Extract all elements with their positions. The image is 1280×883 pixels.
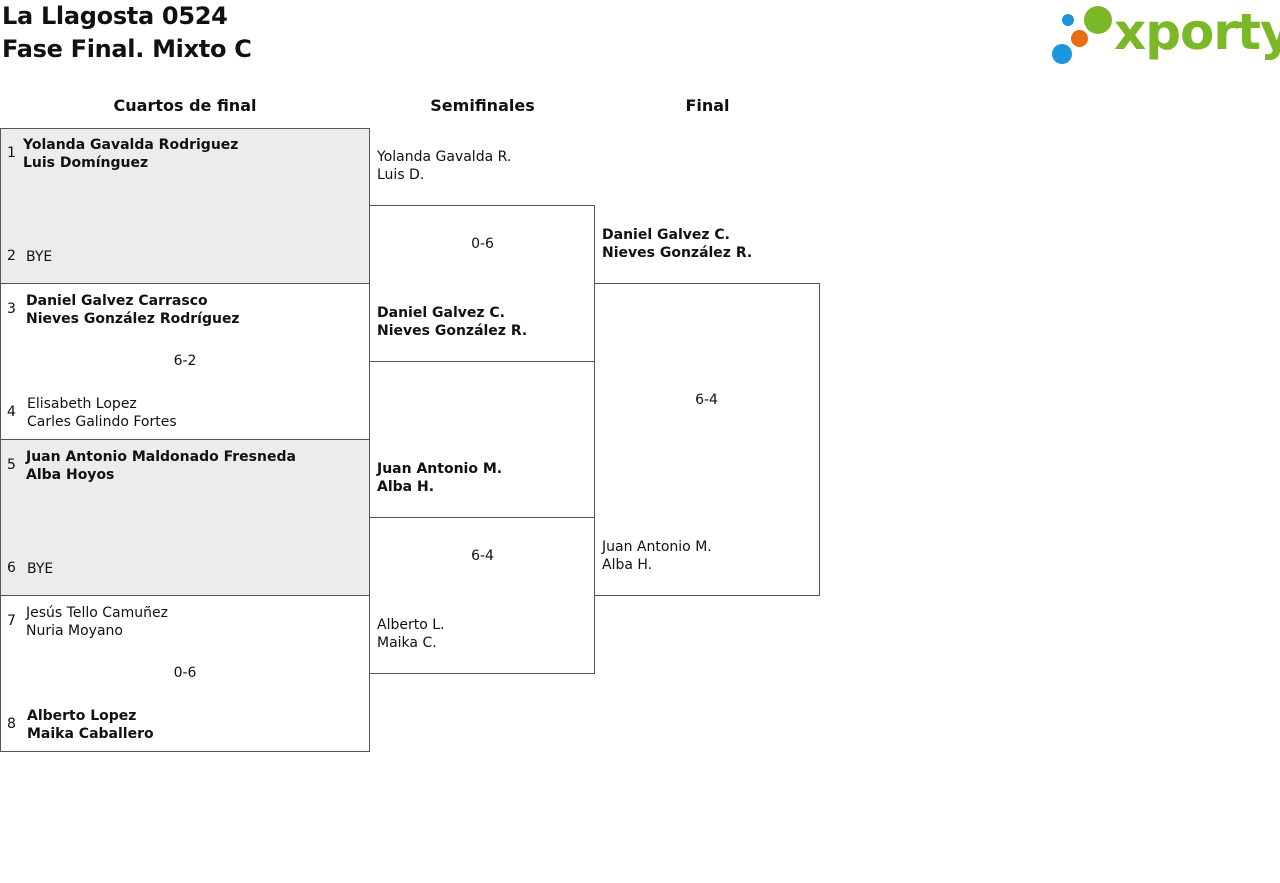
column-header-quarterfinals: Cuartos de final — [113, 96, 257, 115]
player-name: Juan Antonio M. — [377, 461, 503, 477]
seed-number: 5 — [7, 457, 16, 473]
seed-number: 3 — [7, 301, 16, 317]
quarterfinal-match-3[interactable] — [0, 439, 370, 596]
team-entry-bye: BYE — [27, 560, 53, 578]
player-name: Yolanda Gavalda R. — [377, 149, 512, 165]
column-header-final: Final — [685, 96, 730, 115]
player-name: Alberto Lopez — [27, 708, 137, 724]
seed-number: 1 — [7, 145, 16, 161]
player-name: Daniel Galvez Carrasco — [26, 293, 208, 309]
column-header-semifinals: Semifinales — [430, 96, 535, 115]
team-entry[interactable]: Alberto Lopez Maika Caballero — [27, 707, 154, 743]
player-name: Carles Galindo Fortes — [27, 414, 177, 430]
team-entry[interactable]: Juan Antonio M. Alba H. — [377, 460, 502, 496]
match-score: 6-4 — [695, 392, 718, 408]
player-name: Luis Domínguez — [23, 155, 149, 171]
player-name: Yolanda Gavalda Rodriguez — [23, 137, 239, 153]
player-name: Juan Antonio M. — [602, 539, 712, 555]
team-entry[interactable]: Yolanda Gavalda Rodriguez Luis Domínguez — [23, 136, 238, 172]
logo-dot-green — [1084, 6, 1112, 34]
player-name: Maika Caballero — [27, 726, 154, 742]
player-name: Luis D. — [377, 167, 425, 183]
match-score: 0-6 — [173, 665, 197, 681]
logo-wordmark: xporty — [1114, 3, 1280, 61]
logo-dot-blue-large — [1052, 44, 1072, 64]
match-score: 0-6 — [471, 236, 494, 252]
seed-number: 7 — [7, 613, 16, 629]
team-entry[interactable]: Alberto L. Maika C. — [377, 616, 444, 652]
player-name: Juan Antonio Maldonado Fresneda — [26, 449, 296, 465]
team-entry[interactable]: Daniel Galvez C. Nieves González R. — [602, 226, 752, 262]
seed-number: 8 — [7, 716, 16, 732]
logo-dot-blue-small — [1062, 14, 1074, 26]
player-name: Nieves González Rodríguez — [26, 311, 240, 327]
page-subtitle: Fase Final. Mixto C — [2, 35, 252, 63]
player-name: Daniel Galvez C. — [377, 305, 505, 321]
match-score: 6-4 — [471, 548, 494, 564]
player-name: BYE — [27, 561, 54, 577]
player-name: Alba Hoyos — [26, 467, 115, 483]
match-score: 6-2 — [173, 353, 197, 369]
team-entry[interactable]: Daniel Galvez C. Nieves González R. — [377, 304, 527, 340]
player-name: BYE — [26, 249, 53, 265]
seed-number: 4 — [7, 404, 16, 420]
final-match[interactable] — [594, 283, 820, 596]
page-title: La Llagosta 0524 — [2, 2, 228, 30]
xporty-logo[interactable]: xporty — [1050, 3, 1280, 68]
player-name: Jesús Tello Camuñez — [26, 605, 168, 621]
player-name: Daniel Galvez C. — [602, 227, 730, 243]
player-name: Alba H. — [602, 557, 653, 573]
player-name: Nieves González R. — [602, 245, 753, 261]
seed-number: 2 — [7, 248, 16, 264]
team-entry[interactable]: Yolanda Gavalda R. Luis D. — [377, 148, 511, 184]
logo-dot-orange — [1071, 30, 1088, 47]
seed-number: 6 — [7, 560, 16, 576]
team-entry[interactable]: Juan Antonio M. Alba H. — [602, 538, 712, 574]
team-entry[interactable]: Juan Antonio Maldonado Fresneda Alba Hoy… — [26, 448, 296, 484]
team-entry-bye: BYE — [26, 248, 52, 266]
quarterfinal-match-1[interactable] — [0, 128, 370, 284]
player-name: Nieves González R. — [377, 323, 528, 339]
player-name: Alberto L. — [377, 617, 445, 633]
player-name: Nuria Moyano — [26, 623, 123, 639]
player-name: Alba H. — [377, 479, 435, 495]
player-name: Elisabeth Lopez — [27, 396, 137, 412]
team-entry[interactable]: Jesús Tello Camuñez Nuria Moyano — [26, 604, 168, 640]
team-entry[interactable]: Elisabeth Lopez Carles Galindo Fortes — [27, 395, 177, 431]
team-entry[interactable]: Daniel Galvez Carrasco Nieves González R… — [26, 292, 240, 328]
player-name: Maika C. — [377, 635, 437, 651]
